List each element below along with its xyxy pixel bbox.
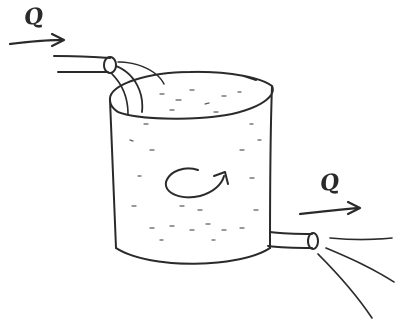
swirl-curve xyxy=(166,169,224,198)
inflow-arrow xyxy=(10,34,64,46)
inlet-pipe-mouth xyxy=(104,57,116,73)
inflow-arrow-shaft xyxy=(10,40,62,44)
tank-right-wall xyxy=(270,86,272,248)
outflow-label: Q xyxy=(319,171,341,195)
tank-left-wall xyxy=(110,100,116,248)
outlet-pipe-lower-edge xyxy=(268,246,312,248)
inlet-pipe-upper-edge xyxy=(54,56,110,58)
outlet-pipe xyxy=(268,232,394,318)
outflow-jet-1 xyxy=(330,238,392,240)
outlet-pipe-mouth xyxy=(308,233,318,249)
outflow-arrow xyxy=(300,202,360,214)
inlet-jet-stream-3 xyxy=(118,62,164,84)
outlet-pipe-upper-edge xyxy=(270,232,312,234)
rotation-arrow-icon xyxy=(166,169,228,198)
outflow-jet-2 xyxy=(326,248,394,282)
outflow-jet-3 xyxy=(318,254,372,318)
inflow-label: Q xyxy=(23,5,45,29)
inlet-jet-stream-1 xyxy=(116,66,142,112)
inlet-pipe xyxy=(54,56,164,114)
tank-bottom xyxy=(116,248,270,264)
